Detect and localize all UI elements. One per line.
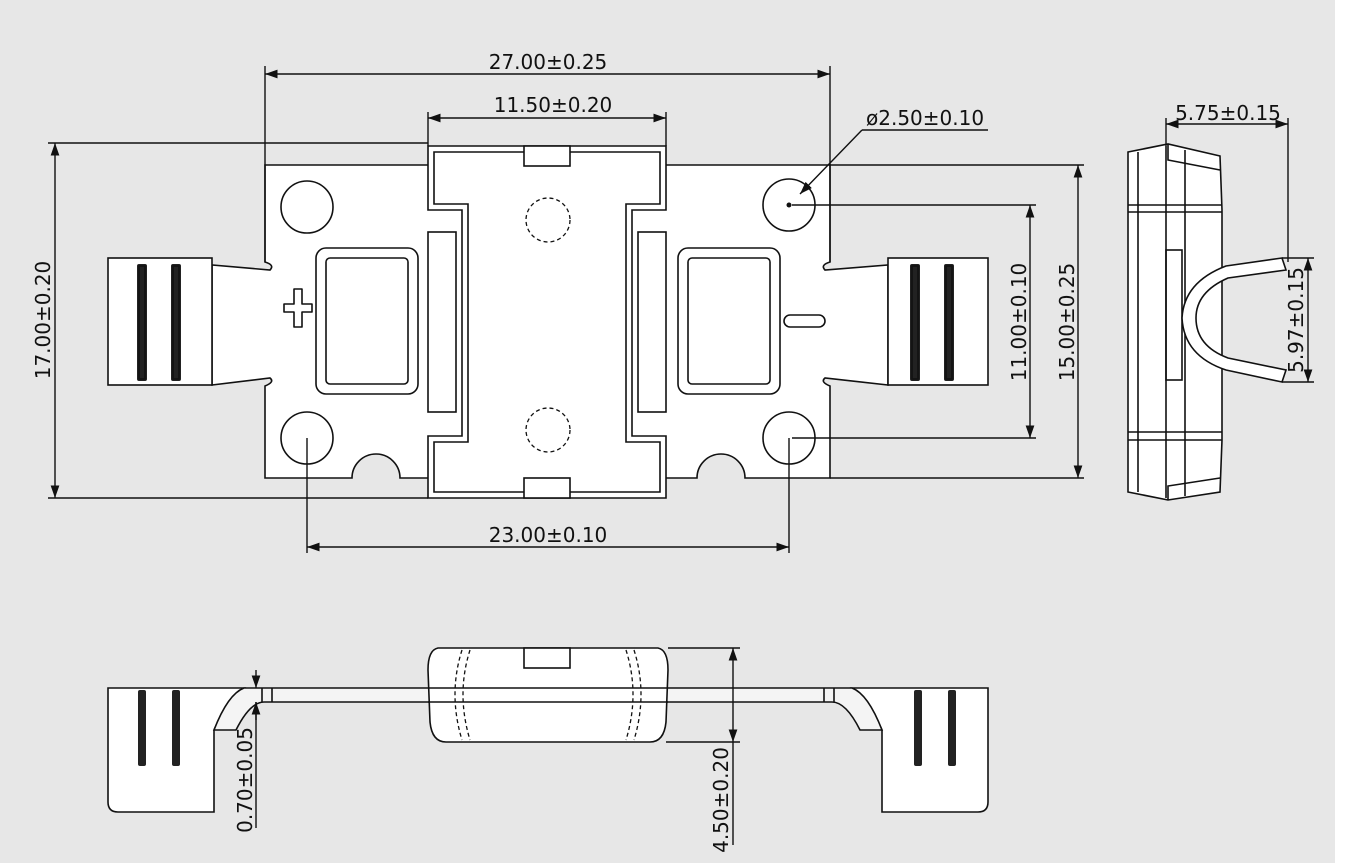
minus-icon (783, 314, 826, 328)
left-terminal (107, 257, 213, 386)
top-clip (523, 145, 571, 167)
dim-center-width: 11.50±0.20 (494, 93, 613, 117)
bottom-clip (523, 477, 571, 499)
front-center-body (427, 647, 669, 743)
dim-overall-width: 27.00±0.25 (489, 50, 608, 74)
hidden-circle-top (525, 197, 571, 243)
dim-hole-diameter: ø2.50±0.10 (866, 106, 984, 130)
plus-icon (283, 288, 313, 328)
dim-overall-height: 17.00±0.20 (31, 261, 55, 380)
dim-thickness: 0.70±0.05 (233, 727, 257, 833)
center-body (427, 145, 667, 499)
plate-strip (212, 687, 884, 731)
right-terminal (887, 257, 989, 386)
dim-hole-vertical: 11.00±0.10 (1007, 263, 1031, 382)
front-view: 0.70±0.05 4.50±0.20 (107, 647, 989, 853)
side-body (1127, 143, 1223, 501)
left-window-outer (315, 247, 419, 395)
top-view: 27.00±0.25 11.50±0.20 ø2.50±0.10 17.00±0… (31, 50, 1084, 553)
hole-top-left (280, 180, 334, 234)
front-top-clip (523, 647, 571, 669)
dim-side-gap: 5.97±0.15 (1284, 267, 1308, 373)
dim-body-height: 15.00±0.25 (1055, 263, 1079, 382)
right-window-outer (677, 247, 781, 395)
side-view: 5.75±0.15 5.97±0.15 (1127, 101, 1314, 501)
dim-total-height: 4.50±0.20 (709, 747, 733, 853)
hidden-circle-bottom (525, 407, 571, 453)
dim-hole-spacing: 23.00±0.10 (489, 523, 608, 547)
dim-side-width: 5.75±0.15 (1175, 101, 1281, 125)
